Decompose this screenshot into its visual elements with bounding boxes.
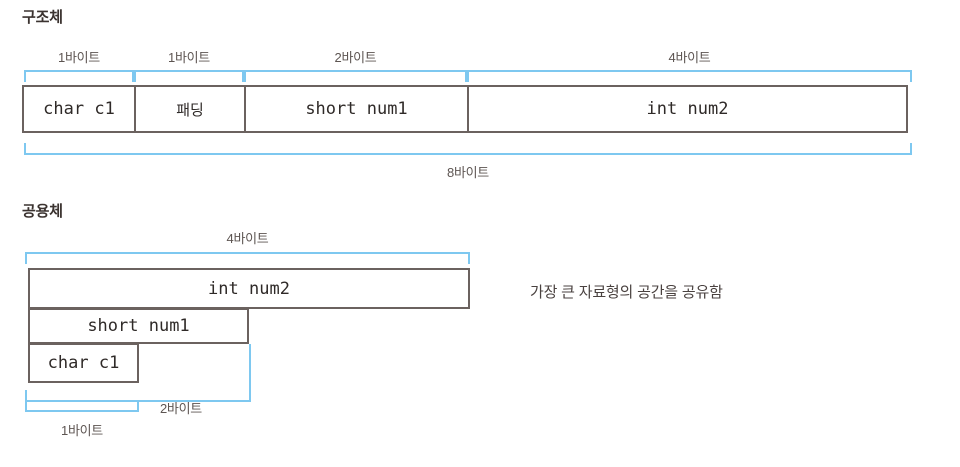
- union-size-label-short-num1: 2바이트: [160, 401, 202, 416]
- struct-size-label-int-num2: 4바이트: [668, 50, 711, 65]
- union-note: 가장 큰 자료형의 공간을 공유함: [530, 284, 723, 301]
- struct-size-label-short-num1: 2바이트: [334, 50, 377, 65]
- struct-cell-char-c1: char c1: [43, 99, 115, 119]
- union-bracket-char-c1: [25, 400, 139, 412]
- struct-section-title: 구조체: [22, 9, 63, 26]
- struct-memory-row: char c1 패딩 short num1 int num2: [22, 85, 908, 133]
- struct-size-label-char-c1: 1바이트: [58, 50, 100, 65]
- struct-cell-padding: 패딩: [134, 87, 244, 131]
- union-box-short-num1: short num1: [28, 308, 249, 344]
- union-section-title: 공용체: [22, 203, 63, 220]
- union-bracket-int-num2: [25, 252, 470, 264]
- union-box-int-num2: int num2: [28, 268, 470, 309]
- struct-cell-short-num1: short num1: [244, 87, 467, 131]
- struct-bracket-short-num1: [244, 70, 467, 82]
- struct-bracket-padding: [134, 70, 244, 82]
- struct-total-bracket: [24, 143, 912, 155]
- union-bracket-short-num1-stem: [249, 344, 251, 402]
- union-box-char-c1: char c1: [28, 343, 139, 383]
- struct-size-label-padding: 1바이트: [168, 50, 210, 65]
- struct-total-label: 8바이트: [447, 165, 489, 180]
- struct-bracket-char-c1: [24, 70, 134, 82]
- union-size-label-int-num2: 4바이트: [226, 231, 269, 246]
- struct-bracket-int-num2: [467, 70, 912, 82]
- struct-cell-int-num2: int num2: [467, 87, 906, 131]
- union-size-label-char-c1: 1바이트: [61, 423, 103, 438]
